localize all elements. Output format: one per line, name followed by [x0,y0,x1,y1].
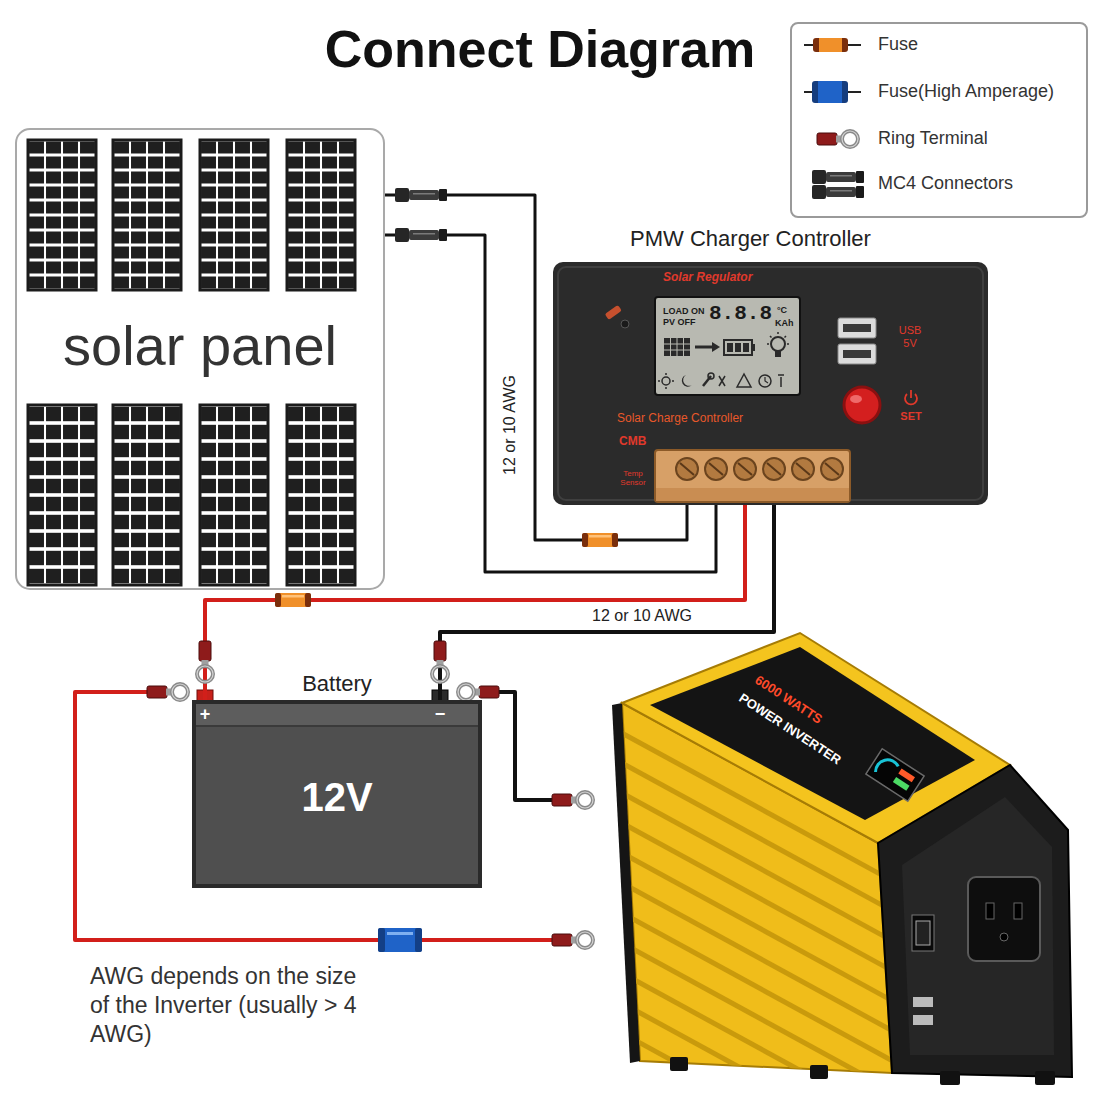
set-label: SET [895,410,927,423]
panel-label: solar panel [15,314,385,378]
power-inverter: 6000 WATTSPOWER INVERTER [610,625,1075,1085]
lcd-screen [655,297,800,395]
controller-housing [553,262,988,505]
battery: Battery12V+− [192,700,482,888]
usb-ports [913,997,933,1025]
ring-terminal [432,641,448,682]
brand-text: Solar Regulator [663,271,752,285]
usb-ports [838,318,876,364]
solar-panel: solar panel [15,128,385,590]
diagram-title: Connect Diagram [300,20,780,80]
legend-label: MC4 Connectors [878,173,1013,195]
legend-label: Ring Terminal [878,128,988,150]
fuse [582,533,618,547]
ring-terminal [552,792,593,808]
mc4-icon [812,170,864,184]
front-panel [878,765,1072,1077]
ac-socket [968,877,1040,961]
lcd-status: LOAD ON [663,306,705,316]
model-label: CMB [619,435,646,449]
mc4-icon [812,185,864,199]
polarity-sign: − [430,704,450,725]
polarity-sign: + [195,704,215,725]
wire-gauge-label: 12 or 10 AWG [501,373,519,477]
mc4-connector [395,228,447,242]
status-led [605,305,629,328]
ring-terminal [197,641,213,682]
sensor-label: Temp Sensor [613,470,653,488]
legend-label: Fuse(High Amperage) [878,81,1054,103]
ring-terminal [552,932,593,948]
inverter-cables [75,692,556,940]
wire-size-note: AWG depends on the size of the Inverter … [90,962,375,1048]
ring-terminal [147,684,188,700]
usb-label: USB 5V [893,324,927,350]
power-switch [912,915,934,951]
inverter-body [610,625,1075,1085]
fuse [275,593,311,607]
legend-swatch [813,38,848,52]
ring-terminal [458,684,499,700]
controller-heading: PMW Charger Controller [533,226,968,251]
lcd-digits: 8.8.8 [709,302,772,326]
ring-terminal-icon [817,131,858,147]
set-button [844,387,880,423]
legend-box: FuseFuse(High Amperage) Ring TerminalMC4 … [790,22,1088,218]
display-panel [650,647,975,820]
voltage-label: 12V [192,774,482,820]
terminal-block [655,450,850,502]
lcd-unit: °C [777,305,787,315]
lcd-status: PV OFF [663,317,696,327]
power-icon [905,390,917,404]
feet [670,1057,1055,1085]
digital-screen [866,749,924,801]
high-amperage-fuse [378,928,422,952]
legend-swatch [812,81,848,103]
controller-name: Solar Charge Controller [617,412,743,426]
wire-gauge-label: 12 or 10 AWG [590,607,694,625]
battery-heading: Battery [192,671,482,696]
legend-label: Fuse [878,34,918,56]
charge-controller: PMW Charger ControllerSolar RegulatorLOA… [553,262,988,505]
lcd-unit: KAh [775,318,794,328]
mc4-connector [395,188,447,202]
